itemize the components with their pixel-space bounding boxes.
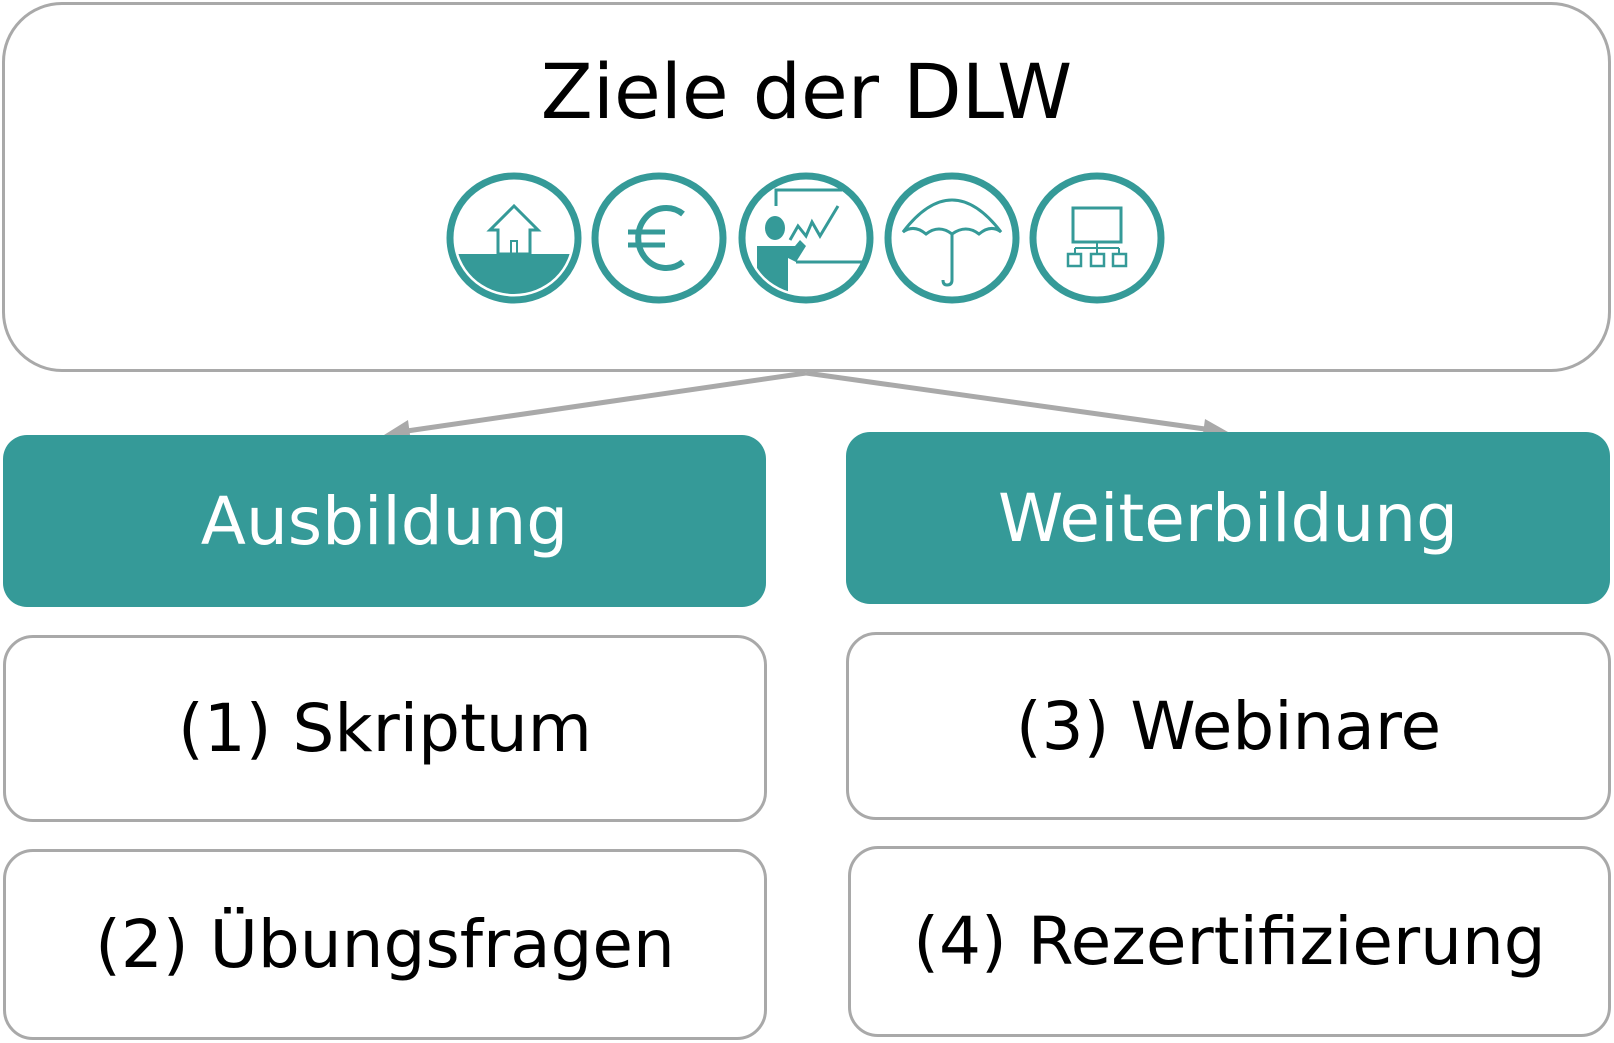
diagram-title: Ziele der DLW — [540, 47, 1073, 136]
webinare-label: (3) Webinare — [1015, 687, 1442, 765]
org-chart-icon — [1029, 172, 1165, 304]
rezertifizierung-label: (4) Rezertifizierung — [913, 903, 1546, 980]
arrow-to-weiterbildung — [805, 370, 1213, 433]
uebungsfragen-label: (2) Übungsfragen — [95, 906, 675, 983]
goals-box: Ziele der DLW — [2, 2, 1611, 372]
ausbildung-header: Ausbildung — [3, 435, 766, 607]
weiterbildung-header: Weiterbildung — [846, 432, 1610, 604]
umbrella-icon — [884, 172, 1020, 304]
skriptum-label: (1) Skriptum — [178, 690, 592, 767]
skriptum-box: (1) Skriptum — [3, 635, 767, 822]
euro-icon — [591, 172, 727, 304]
house-icon — [446, 172, 582, 304]
presentation-icon — [738, 172, 874, 304]
arrow-to-ausbildung — [399, 370, 807, 435]
webinare-box: (3) Webinare — [846, 632, 1611, 820]
uebungsfragen-box: (2) Übungsfragen — [3, 849, 767, 1040]
ausbildung-label: Ausbildung — [200, 482, 569, 560]
rezertifizierung-box: (4) Rezertifizierung — [848, 846, 1611, 1037]
weiterbildung-label: Weiterbildung — [998, 479, 1458, 557]
